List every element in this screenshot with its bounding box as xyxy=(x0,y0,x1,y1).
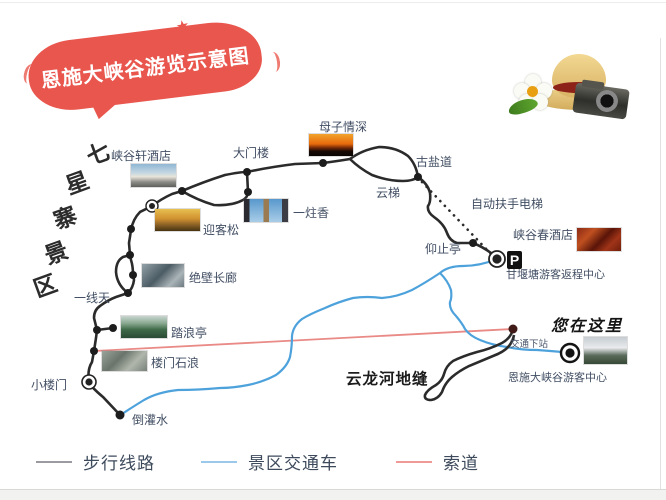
spot-cliff-corridor: 绝壁长廊 xyxy=(189,271,238,285)
spot-welcoming-pine: 迎客松 xyxy=(203,223,240,237)
spot-visitor-center: 恩施大峡谷游客中心 xyxy=(508,372,607,384)
legend-swatch-walking xyxy=(36,460,72,463)
walking-loop-cloud-ladder xyxy=(349,145,420,183)
decoration-travel-items xyxy=(506,48,642,120)
frame-right-border xyxy=(660,38,661,490)
parking-icon: P xyxy=(507,251,522,269)
frame-top-border xyxy=(0,2,666,3)
spot-transport-lower-station: 交通下站 xyxy=(510,339,549,350)
spot-small-loumen: 小楼门 xyxy=(31,378,68,392)
spot-yunlong-river-fissure: 云龙河地缝 xyxy=(346,371,429,388)
bus-route-west xyxy=(121,257,498,415)
spot-ancient-salt-road: 古盐道 xyxy=(416,155,453,169)
photo-talang-pavilion xyxy=(121,316,167,338)
photo-mother-son-love xyxy=(309,134,353,156)
legend-swatch-cableway xyxy=(396,460,432,463)
photo-visitor-center xyxy=(584,337,627,364)
legend-label-cableway: 索道 xyxy=(443,454,479,473)
legend-label-bus: 景区交通车 xyxy=(248,454,338,473)
photo-welcoming-pine xyxy=(155,209,200,231)
photo-incense-pillar xyxy=(244,199,288,222)
spot-incense-pillar: 一炷香 xyxy=(293,206,330,220)
photo-canyon-spring-hotel xyxy=(577,228,621,251)
spot-escalator: 自动扶手电梯 xyxy=(471,197,544,211)
bus-route-south xyxy=(439,272,571,355)
photo-loumen-stone-waves xyxy=(102,351,147,371)
spot-daoguanshui: 倒灌水 xyxy=(132,413,169,427)
spot-canyon-xuan-hotel: 峡谷轩酒店 xyxy=(111,149,172,163)
spot-mother-son-love: 母子情深 xyxy=(319,120,368,134)
fissure-loop xyxy=(423,328,516,402)
spot-one-line-sky: 一线天 xyxy=(74,291,111,305)
photo-cliff-corridor xyxy=(142,264,184,287)
spot-cloud-ladder: 云梯 xyxy=(376,186,401,200)
walking-route-top xyxy=(246,157,351,174)
cableway-end-node xyxy=(508,324,518,334)
legend: 步行线路 景区交通车 索道 xyxy=(36,449,479,474)
spot-loumen-stone-waves: 楼门石浪 xyxy=(151,356,200,370)
legend-item-bus: 景区交通车 xyxy=(201,449,338,474)
leaf-icon xyxy=(506,95,540,118)
walking-loop-gate-tower xyxy=(181,170,250,207)
photo-canyon-xuan-hotel xyxy=(131,164,176,187)
legend-item-cableway: 索道 xyxy=(396,449,479,474)
legend-swatch-bus xyxy=(201,460,237,463)
spot-yangzhi-pavilion: 仰止亭 xyxy=(425,242,462,256)
spot-canyon-spring-hotel: 峡谷春酒店 xyxy=(513,228,574,242)
route-nodes xyxy=(90,159,477,420)
spot-talang-pavilion: 踏浪亭 xyxy=(171,326,208,340)
you-are-here-label: 您在这里 xyxy=(551,316,624,335)
legend-label-walking: 步行线路 xyxy=(83,454,155,473)
cableway-line xyxy=(93,328,514,352)
legend-item-walking: 步行线路 xyxy=(36,449,155,474)
spot-gate-tower: 大门楼 xyxy=(233,146,270,160)
spot-ganyantang-return-center: 甘堰塘游客返程中心 xyxy=(506,269,605,281)
bottom-strip xyxy=(0,489,666,500)
